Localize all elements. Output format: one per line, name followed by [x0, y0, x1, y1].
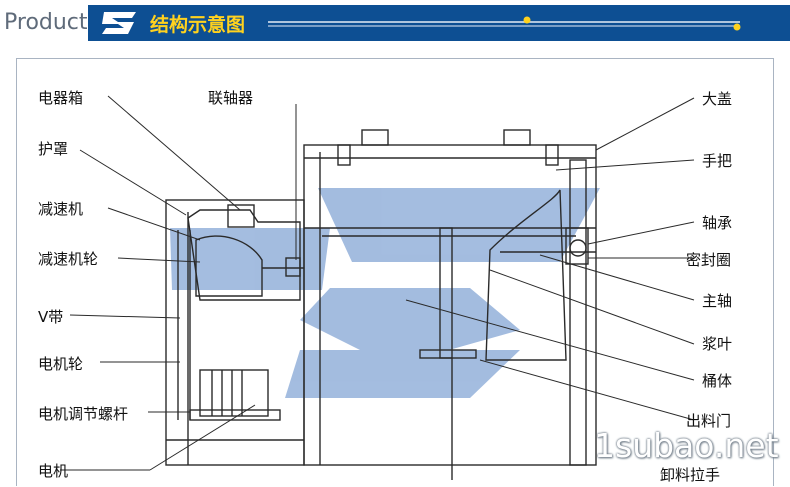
label-coupling: 联轴器: [208, 89, 254, 107]
label-guard: 护罩: [38, 140, 69, 158]
label-motor: 电机: [38, 462, 69, 480]
title-bar: [88, 5, 790, 41]
label-electrical-box: 电器箱: [38, 89, 84, 107]
label-reducer-wheel: 减速机轮: [38, 250, 99, 268]
leader-lines: [60, 95, 695, 471]
brand-logo-icon: [102, 12, 136, 34]
label-seal-ring: 密封圈: [686, 251, 732, 269]
label-discharge-lever: 卸料拉手: [660, 466, 721, 484]
label-reducer: 减速机: [38, 200, 84, 218]
site-watermark: 1subao.net: [594, 426, 779, 465]
watermark-shape: [170, 188, 600, 398]
label-main-shaft: 主轴: [702, 292, 733, 310]
label-motor-wheel: 电机轮: [38, 355, 84, 373]
diagram-frame: [16, 58, 774, 486]
label-bearing: 轴承: [702, 214, 733, 232]
label-barrel: 桶体: [702, 372, 733, 390]
title-underline-decoration: [268, 16, 741, 31]
label-paddle: 浆叶: [702, 335, 733, 353]
product-label: Product: [4, 10, 88, 35]
label-motor-adjust-screw: 电机调节螺杆: [38, 405, 129, 423]
label-discharge-door: 出料门: [686, 412, 732, 430]
header: Product 结构示意图: [0, 0, 790, 48]
label-big-lid: 大盖: [702, 90, 733, 108]
label-v-belt: V带: [38, 308, 64, 326]
section-title: 结构示意图: [150, 14, 246, 36]
label-handle: 手把: [702, 152, 733, 170]
